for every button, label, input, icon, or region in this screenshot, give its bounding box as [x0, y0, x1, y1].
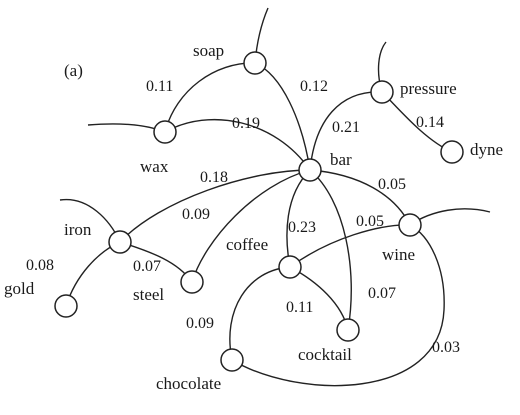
weight-bar-cocktail: 0.07: [368, 285, 396, 302]
node-dyne: [440, 140, 464, 164]
panel-label: (a): [64, 61, 83, 80]
node-coffee: [278, 255, 302, 279]
label-steel: steel: [133, 285, 164, 304]
weight-soap-bar: 0.12: [300, 78, 328, 95]
weight-coffee-cocktail: 0.11: [286, 299, 313, 316]
edges: [59, 7, 491, 387]
label-soap: soap: [193, 41, 224, 60]
label-chocolate: chocolate: [156, 374, 221, 393]
label-pressure: pressure: [400, 79, 457, 98]
weight-wax-bar: 0.19: [232, 115, 260, 132]
weight-chocolate-wine: 0.03: [432, 339, 460, 356]
weight-steel-bar: 0.09: [182, 206, 210, 223]
node-steel: [180, 270, 204, 294]
label-coffee: coffee: [226, 235, 268, 254]
weight-coffee-wine: 0.05: [356, 213, 384, 230]
label-bar: bar: [330, 150, 352, 169]
edge-iron-gold: [65, 241, 121, 307]
edge-chocolate-wine: [231, 224, 445, 387]
weight-iron-steel: 0.07: [133, 258, 161, 275]
label-gold: gold: [4, 279, 35, 298]
node-wine: [398, 213, 422, 237]
node-bar: [298, 158, 322, 182]
weight-coffee-bar: 0.23: [288, 219, 316, 236]
weight-soap-wax: 0.11: [146, 78, 173, 95]
edge-iron-bar: [119, 169, 311, 243]
node-gold: [54, 294, 78, 318]
label-wax: wax: [140, 157, 169, 176]
nodes: [54, 51, 464, 372]
node-iron: [108, 230, 132, 254]
weight-labels: 0.11 0.12 0.19 0.21 0.14 0.18 0.09 0.08 …: [26, 78, 460, 356]
label-iron: iron: [64, 220, 92, 239]
node-cocktail: [336, 318, 360, 342]
edge-steel-bar: [191, 169, 311, 283]
edge-wax-bar: [164, 119, 311, 171]
node-soap: [243, 51, 267, 75]
label-dyne: dyne: [470, 140, 503, 159]
weight-bar-wine: 0.05: [378, 176, 406, 193]
edge-pressure-bar: [309, 91, 383, 171]
label-cocktail: cocktail: [298, 345, 352, 364]
weight-coffee-chocolate: 0.09: [186, 315, 214, 332]
edge-wine-stub: [409, 208, 491, 226]
node-labels: soap pressure wax bar dyne iron coffee w…: [4, 41, 503, 393]
weight-iron-gold: 0.08: [26, 257, 54, 274]
edge-soap-wax: [164, 62, 256, 133]
weight-pressure-bar: 0.21: [332, 119, 360, 136]
label-wine: wine: [382, 245, 415, 264]
node-chocolate: [220, 348, 244, 372]
node-pressure: [370, 80, 394, 104]
weight-iron-bar: 0.18: [200, 169, 228, 186]
weight-pressure-dyne: 0.14: [416, 114, 444, 131]
edge-bar-cocktail: [309, 169, 352, 331]
node-wax: [153, 120, 177, 144]
edge-coffee-chocolate: [229, 266, 291, 361]
